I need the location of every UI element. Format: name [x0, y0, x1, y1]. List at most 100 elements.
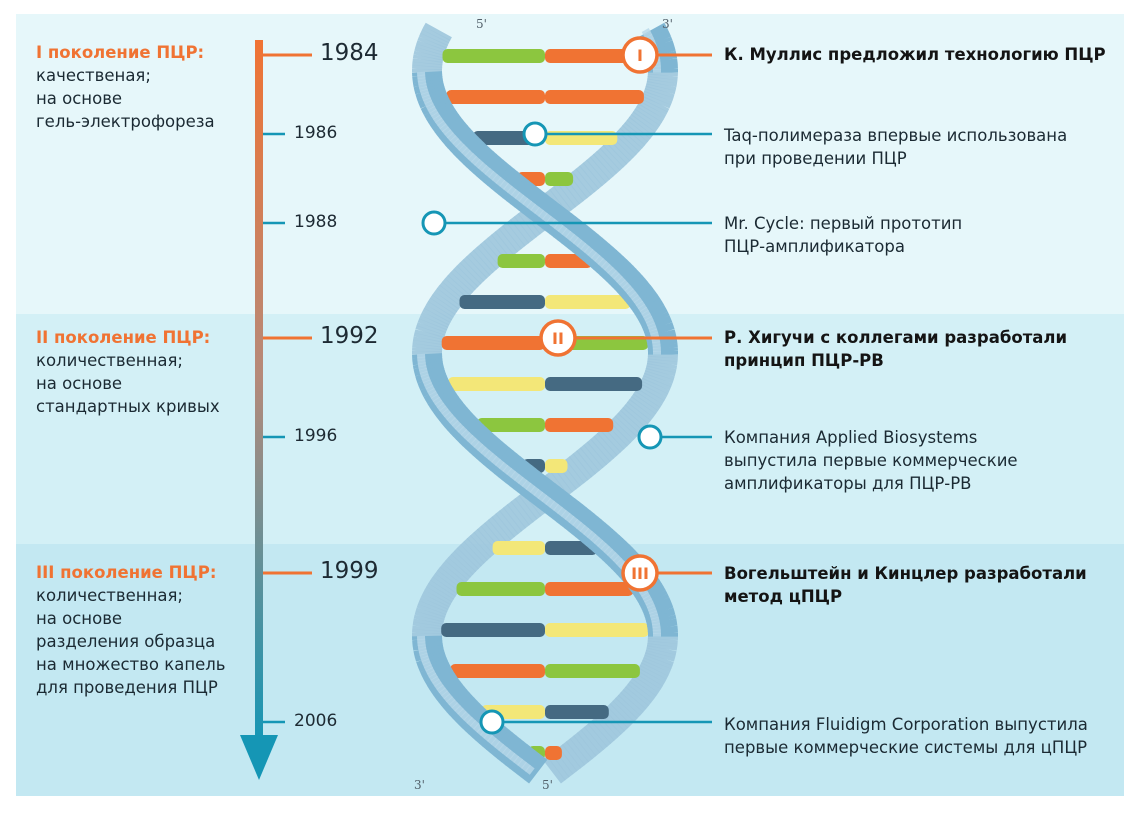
helix-strand-highlight	[597, 540, 607, 550]
helix-strand-highlight	[427, 670, 437, 678]
helix-strand-segment	[629, 678, 657, 700]
helix-strand-segment	[640, 593, 670, 611]
helix-strand-highlight	[600, 261, 611, 271]
event-line: К. Муллис предложил технологию ПЦР	[724, 45, 1106, 64]
generation-3-line: разделения образца	[36, 632, 216, 651]
generation-2-line: на основе	[36, 374, 123, 393]
event-marker-icon	[522, 121, 548, 147]
helix-strand-highlight	[652, 623, 661, 629]
helix-strand-segment	[450, 550, 477, 575]
helix-strand-segment	[453, 133, 479, 159]
helix-strand-segment	[433, 678, 461, 700]
helix-strand-segment	[562, 741, 586, 769]
helix-strand-segment	[462, 424, 487, 450]
helix-strand-segment	[417, 600, 448, 616]
helix-strand-segment	[616, 272, 643, 296]
helix-strand-segment	[460, 541, 485, 567]
helix-strand-segment	[510, 498, 534, 526]
helix-strand-highlight	[650, 332, 659, 338]
helix-strand-highlight	[542, 212, 552, 223]
base-pair-left	[447, 377, 545, 391]
generation-3-line: для проведения ПЦР	[36, 678, 218, 697]
generation-2-title: II поколение ПЦР:	[36, 328, 211, 347]
helix-strand-segment	[599, 252, 624, 279]
event-line: Mr. Cycle: первый прототип	[724, 214, 963, 233]
helix-strand-highlight	[615, 558, 626, 568]
helix-strand-segment	[513, 213, 537, 241]
generation-1-line: на основе	[36, 89, 123, 108]
helix-strand-segment	[417, 372, 447, 388]
helix-strand-highlight	[648, 607, 657, 614]
helix-strand-segment	[565, 456, 589, 484]
helix-strand-segment	[638, 382, 667, 401]
helix-strand-segment	[466, 252, 491, 279]
helix-strand-segment	[419, 315, 449, 331]
helix-strand-segment	[423, 22, 452, 41]
helix-strand-highlight	[565, 230, 575, 241]
event-2006: Компания Fluidigm Corporation выпустила …	[724, 713, 1088, 759]
helix-strand-segment	[641, 315, 671, 331]
helix-strand-segment	[632, 294, 661, 315]
helix-strand-highlight	[484, 167, 495, 178]
helix-strand-segment	[499, 507, 523, 535]
helix-strand-segment	[445, 557, 471, 581]
helix-strand-highlight	[418, 650, 428, 656]
base-pair-left	[446, 90, 545, 104]
event-marker-icon	[637, 424, 663, 450]
helix-strand-highlight	[463, 432, 474, 442]
helix-strand-segment	[641, 597, 671, 613]
helix-strand-segment	[452, 415, 479, 440]
base-pair-right	[545, 172, 574, 186]
generation-marker-icon	[621, 554, 659, 592]
helix-strand-segment	[645, 83, 676, 95]
helix-strand-segment	[605, 259, 631, 285]
year-label: 1992	[320, 323, 379, 349]
helix-strand-highlight	[626, 288, 637, 298]
event-1988: Mr. Cycle: первый прототип ПЦР-амплифика…	[724, 212, 962, 258]
helix-strand-segment	[646, 614, 677, 625]
helix-strand-segment	[642, 318, 673, 334]
base-pair-right	[545, 664, 640, 678]
generation-3-line: на основе	[36, 609, 123, 628]
helix-strand-highlight	[447, 132, 457, 142]
helix-strand-segment	[413, 50, 444, 61]
generation-marker-icon	[621, 36, 659, 74]
helix-strand-segment	[630, 291, 658, 313]
helix-strand-highlight	[458, 144, 468, 154]
helix-strand-segment	[413, 332, 444, 343]
base-pair-left	[456, 582, 545, 596]
helix-strand-segment	[444, 125, 471, 149]
helix-strand-highlight	[455, 141, 465, 151]
helix-strand-highlight	[650, 617, 660, 623]
helix-strand-segment	[629, 396, 656, 418]
helix-strand-segment	[605, 541, 630, 567]
helix-strand-segment	[417, 90, 448, 106]
helix-strand-segment	[583, 441, 607, 469]
helix-strand-highlight	[505, 749, 516, 760]
helix-strand-segment	[645, 610, 676, 623]
base-pair-right	[545, 377, 643, 391]
helix-strand-segment	[645, 329, 676, 341]
helix-strand-segment	[491, 513, 515, 541]
helix-strand-highlight	[495, 176, 506, 187]
helix-strand-segment	[450, 268, 476, 293]
helix-strand-segment	[414, 647, 445, 659]
generation-3-description: III поколение ПЦР: количественная; на ос…	[36, 561, 251, 699]
helix-strand-segment	[480, 522, 505, 550]
helix-strand-highlight	[530, 203, 540, 214]
helix-strand-segment	[414, 610, 445, 623]
base-pair-right	[545, 746, 562, 760]
helix-strand-segment	[580, 726, 604, 754]
helix-strand-segment	[456, 136, 482, 162]
helix-strand-segment	[569, 735, 593, 763]
base-pair-right	[545, 582, 634, 596]
event-line: Компания Fluidigm Corporation выпустила	[724, 715, 1088, 734]
helix-strand-segment	[619, 275, 646, 299]
event-line: метод цПЦР	[724, 587, 843, 606]
helix-strand-highlight	[641, 310, 651, 318]
helix-strand-highlight	[448, 699, 458, 709]
helix-strand-highlight	[466, 717, 476, 727]
